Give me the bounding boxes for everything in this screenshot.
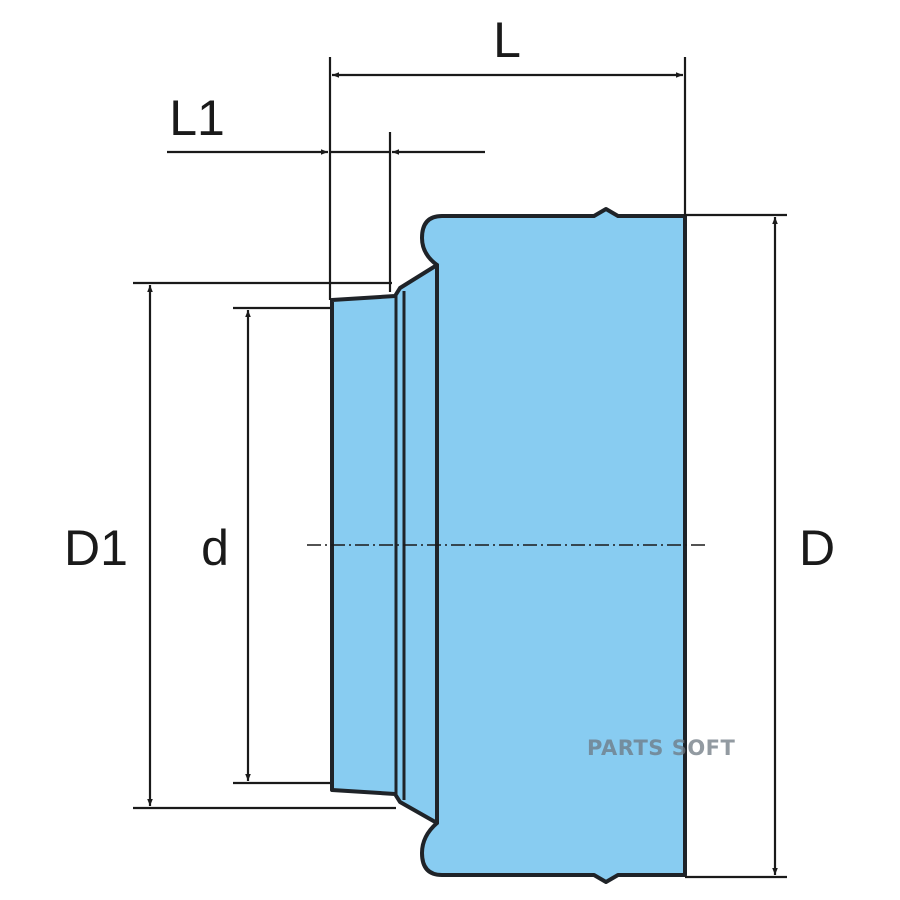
label-D: D xyxy=(798,520,836,576)
label-D1: D1 xyxy=(64,520,128,576)
label-d: d xyxy=(201,520,229,576)
label-L1: L1 xyxy=(169,90,225,146)
neck xyxy=(330,263,439,825)
label-L: L xyxy=(493,12,521,68)
dimension-lines xyxy=(133,57,787,879)
watermark: PARTS SOFT xyxy=(587,736,736,760)
